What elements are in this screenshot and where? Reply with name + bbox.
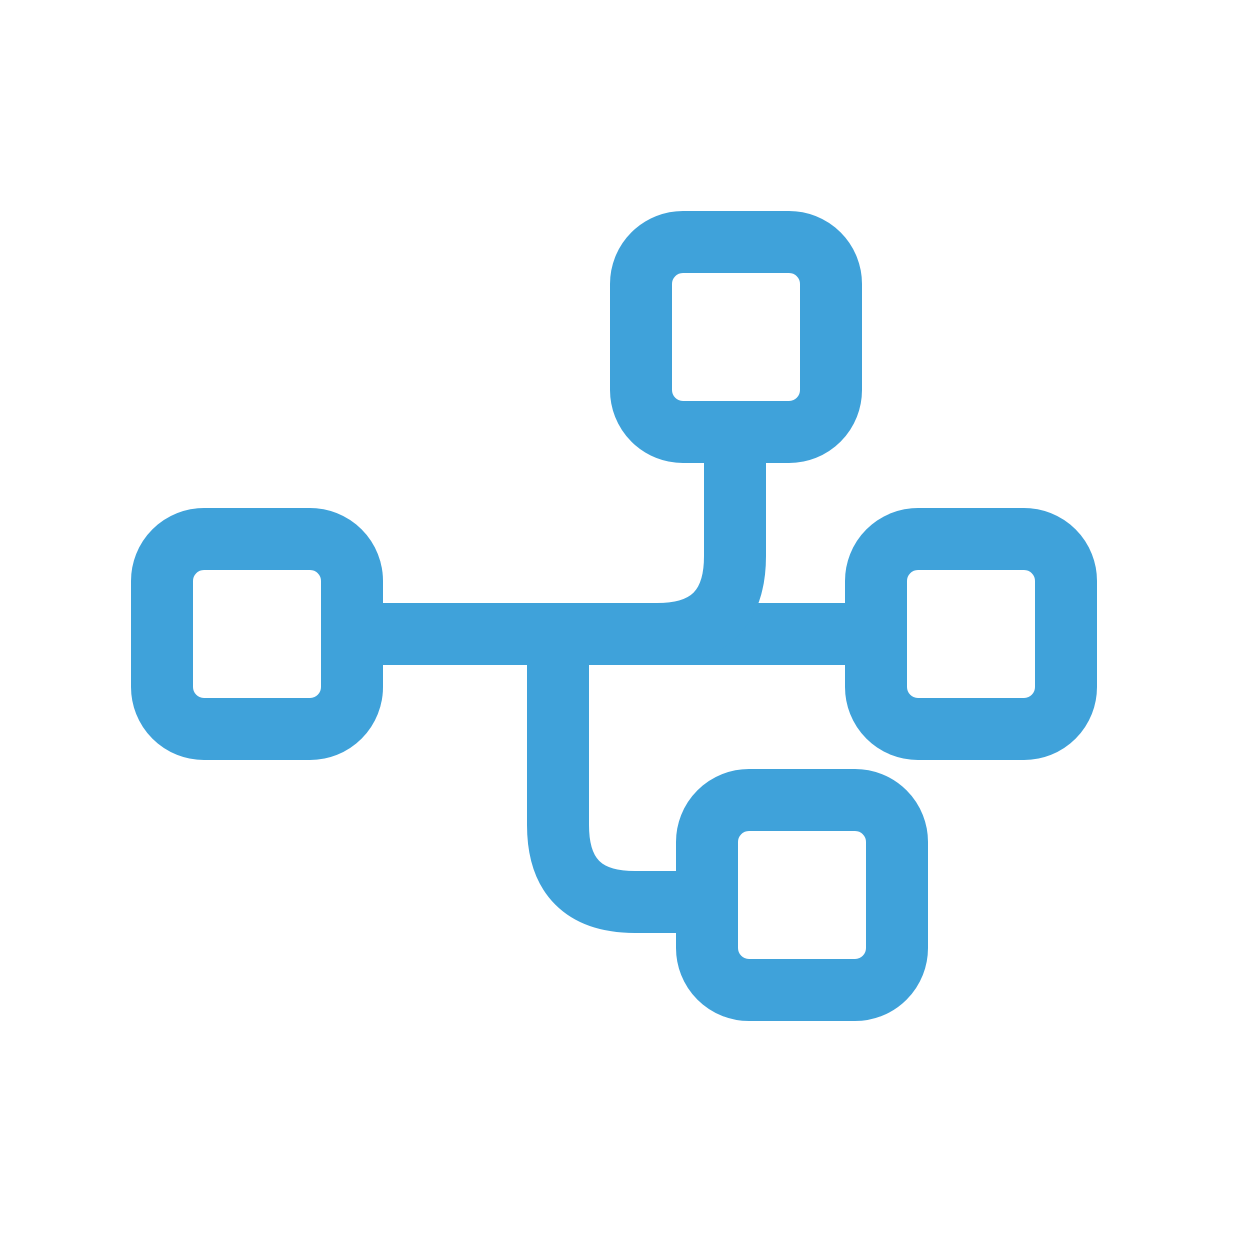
node-left-icon: [131, 508, 383, 760]
connector-bottom-icon: [527, 634, 707, 933]
node-right-icon: [845, 508, 1097, 760]
node-bottom-icon: [676, 769, 928, 1021]
node-top-icon: [610, 211, 862, 463]
connector-top-icon: [655, 432, 766, 665]
